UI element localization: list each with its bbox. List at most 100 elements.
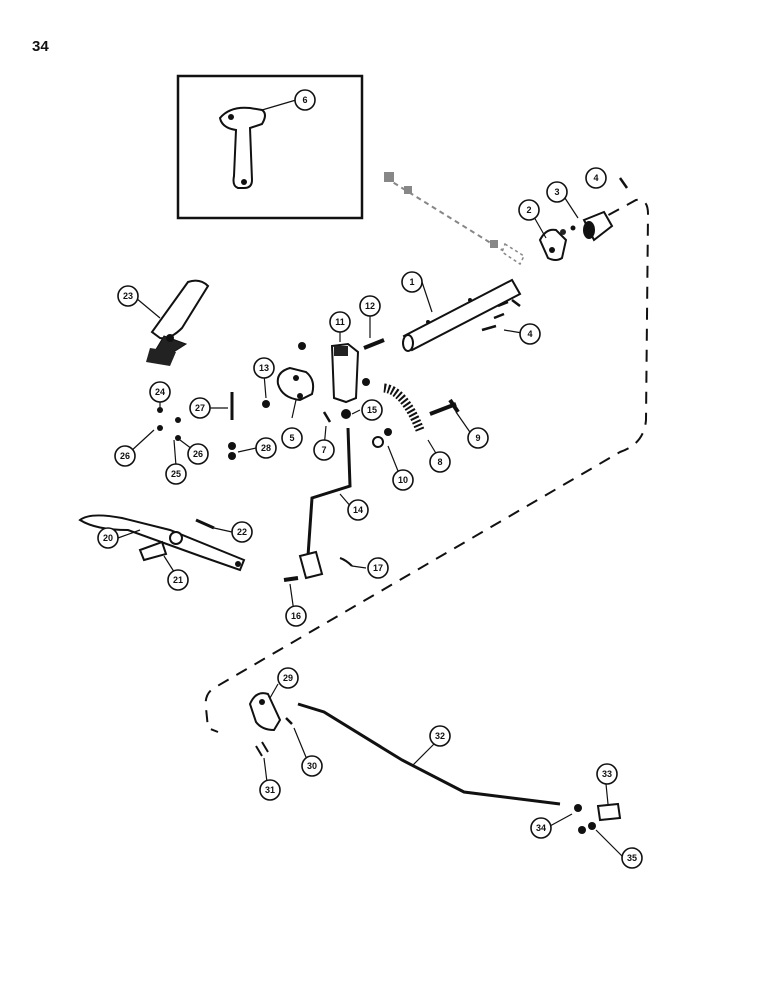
- svg-text:4: 4: [593, 173, 598, 183]
- callout-27: 27: [189, 397, 211, 419]
- ghost-rod: [384, 172, 525, 266]
- pin-part-30: [285, 717, 293, 725]
- callout-1: 1: [401, 271, 423, 293]
- svg-text:26: 26: [120, 451, 130, 461]
- dashed-linkage-outline: [204, 198, 650, 733]
- svg-text:16: 16: [291, 611, 301, 621]
- svg-text:14: 14: [353, 505, 363, 515]
- pin-part-31: [255, 741, 269, 757]
- arm-part-20: [78, 514, 246, 572]
- svg-text:13: 13: [259, 363, 269, 373]
- svg-text:26: 26: [193, 449, 203, 459]
- svg-text:27: 27: [195, 403, 205, 413]
- svg-text:12: 12: [365, 301, 375, 311]
- svg-text:11: 11: [335, 317, 345, 327]
- svg-text:5: 5: [289, 433, 294, 443]
- svg-text:23: 23: [123, 291, 133, 301]
- callout-11: 11: [329, 311, 351, 333]
- nut-part-34: [574, 804, 582, 812]
- svg-text:10: 10: [398, 475, 408, 485]
- callout-33: 33: [596, 763, 618, 785]
- svg-text:33: 33: [602, 769, 612, 779]
- callout-13: 13: [253, 357, 275, 379]
- svg-text:8: 8: [437, 457, 442, 467]
- bracket-part-6: [218, 106, 266, 189]
- callout-6: 6: [294, 89, 316, 111]
- callout-30: 30: [301, 755, 323, 777]
- svg-text:4: 4: [527, 329, 532, 339]
- callout-26-left: 26: [114, 445, 136, 467]
- nut-part-15: [341, 409, 351, 419]
- callout-12: 12: [359, 295, 381, 317]
- callout-17: 17: [367, 557, 389, 579]
- leader-lines: [117, 99, 623, 857]
- callout-8: 8: [429, 451, 451, 473]
- pedal-part-23: [146, 279, 210, 366]
- callout-20: 20: [97, 527, 119, 549]
- pin-part-7: [322, 411, 332, 423]
- pin-part-17: [339, 557, 353, 567]
- callout-32: 32: [429, 725, 451, 747]
- bolt-part-24: [157, 407, 163, 413]
- svg-text:28: 28: [261, 443, 271, 453]
- callout-29: 29: [277, 667, 299, 689]
- callout-35: 35: [621, 847, 643, 869]
- svg-text:22: 22: [237, 527, 247, 537]
- bolt-part-9: [429, 398, 460, 416]
- svg-text:30: 30: [307, 761, 317, 771]
- bracket-part-11: [330, 342, 360, 404]
- bolt-part-21: [169, 531, 183, 545]
- svg-text:25: 25: [171, 469, 181, 479]
- callout-25: 25: [165, 463, 187, 485]
- svg-text:29: 29: [283, 673, 293, 683]
- callout-31: 31: [259, 779, 281, 801]
- svg-text:34: 34: [536, 823, 546, 833]
- rod-part-32: [297, 702, 561, 806]
- nut-part-35: [588, 822, 596, 830]
- link-rod-part-14: [306, 427, 352, 557]
- bolt-part-16: [283, 576, 299, 582]
- clevis-part-33: [596, 802, 622, 822]
- svg-text:15: 15: [367, 405, 377, 415]
- callout-4: 4: [519, 323, 541, 345]
- svg-text:20: 20: [103, 533, 113, 543]
- washer-part-10: [372, 436, 384, 448]
- bracket-part-5: [276, 366, 315, 402]
- callout-16: 16: [285, 605, 307, 627]
- lever-part-2: [538, 228, 568, 261]
- callout-14: 14: [347, 499, 369, 521]
- pin-part-4: [481, 299, 521, 332]
- inset-box: [176, 74, 364, 220]
- callout-4-top: 4: [585, 167, 607, 189]
- callout-34: 34: [530, 817, 552, 839]
- svg-text:2: 2: [526, 205, 531, 215]
- callout-3: 3: [546, 181, 568, 203]
- page-number: 34: [32, 38, 49, 55]
- rod-part-1: [402, 278, 522, 352]
- svg-text:21: 21: [173, 575, 183, 585]
- nut-part-13: [298, 342, 306, 350]
- svg-text:6: 6: [302, 95, 307, 105]
- nut-part-28: [228, 442, 236, 450]
- callout-7: 7: [313, 439, 335, 461]
- callout-9: 9: [467, 427, 489, 449]
- svg-text:35: 35: [627, 853, 637, 863]
- spring-part-22: [195, 518, 215, 530]
- svg-text:3: 3: [554, 187, 559, 197]
- svg-text:17: 17: [373, 563, 383, 573]
- svg-text:1: 1: [409, 277, 414, 287]
- pin-part-4-top: [618, 177, 629, 189]
- svg-text:7: 7: [321, 445, 326, 455]
- svg-text:9: 9: [475, 433, 480, 443]
- spring-part-8: [383, 383, 425, 432]
- callout-24: 24: [149, 381, 171, 403]
- callout-23: 23: [117, 285, 139, 307]
- callout-26-right: 26: [187, 443, 209, 465]
- callout-22: 22: [231, 521, 253, 543]
- callout-10: 10: [392, 469, 414, 491]
- callout-2: 2: [518, 199, 540, 221]
- callout-15: 15: [361, 399, 383, 421]
- callout-5: 5: [281, 427, 303, 449]
- callout-28: 28: [255, 437, 277, 459]
